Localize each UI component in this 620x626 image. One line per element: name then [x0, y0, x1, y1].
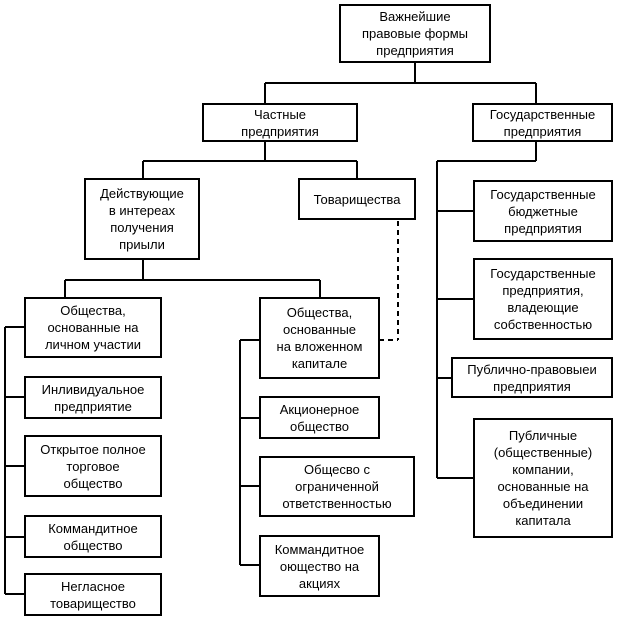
- node-capital-companies: Общества, основанные на вложенном капита…: [259, 297, 380, 379]
- node-state-property-enterprises: Государственные предприятия, владеющие с…: [473, 258, 613, 340]
- node-open-trading-company: Открытое полное торговое общество: [24, 435, 162, 497]
- node-joint-stock-company: Акционерное общество: [259, 396, 380, 439]
- node-root: Важнейшие правовые формы предприятия: [339, 4, 491, 63]
- node-profit-oriented: Действующие в интереах получения приыли: [84, 178, 200, 260]
- node-private-enterprises: Частные предприятия: [202, 103, 358, 142]
- node-personal-companies: Общества, основанные на личном участии: [24, 297, 162, 358]
- node-public-companies: Публичные (общественные) компании, основ…: [473, 418, 613, 538]
- node-individual-enterprise: Инливидуальное предприятие: [24, 376, 162, 419]
- node-limited-partnership: Коммандитное общество: [24, 515, 162, 558]
- node-limited-liability-company: Общесво с ограниченной ответственностью: [259, 456, 415, 517]
- node-silent-partnership: Негласное товарищество: [24, 573, 162, 616]
- node-partnership-limited-by-shares: Коммандитное оющество на акциях: [259, 535, 380, 597]
- node-state-budget-enterprises: Государственные бюджетные предприятия: [473, 180, 613, 242]
- node-state-enterprises: Государственные предприятия: [472, 103, 613, 142]
- node-public-law-enterprises: Публично-правовыеи предприятия: [451, 357, 613, 398]
- node-partnerships: Товарищества: [298, 178, 416, 220]
